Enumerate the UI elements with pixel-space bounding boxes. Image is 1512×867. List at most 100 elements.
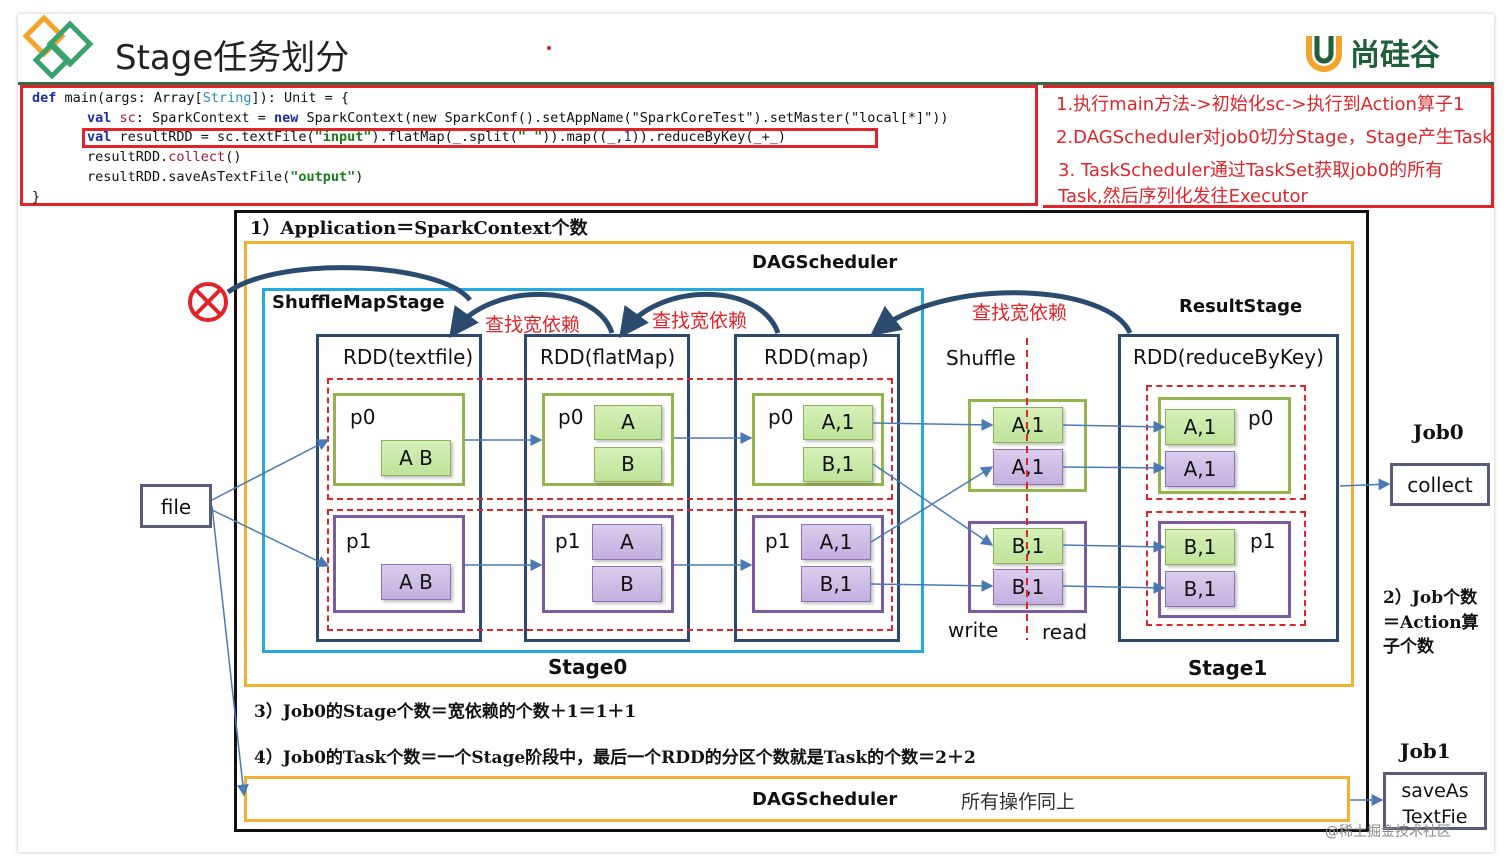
job-note-3: 子个数 (1383, 637, 1434, 657)
job0-label: Job0 (1413, 420, 1464, 444)
highlight-box (82, 128, 878, 148)
dag-scheduler-2-label: DAGScheduler (752, 789, 898, 810)
file-box: file (140, 484, 212, 528)
stage1-label: Stage1 (1188, 656, 1268, 680)
saveas-line-1: saveAs (1401, 780, 1469, 802)
rdd-reducebykey-box (1118, 334, 1339, 642)
flatmap-p1-label: p1 (555, 529, 581, 553)
partition-row-1 (327, 509, 893, 631)
red-dot (547, 46, 551, 50)
stage-count-note: 3）Job0的Stage个数＝宽依赖的个数＋1＝1＋1 (254, 702, 637, 722)
textfile-p0-cell: A B (381, 440, 451, 476)
note-4: Task,然后序列化发往Executor (1058, 186, 1308, 207)
shuffle-arrow (870, 579, 994, 592)
title-divider (18, 82, 1494, 85)
saveastextfile-box: saveAs TextFie (1383, 772, 1487, 830)
map-p0 (752, 393, 884, 486)
rdd-flatmap-box (524, 334, 690, 642)
note-3: 3. TaskScheduler通过TaskSet获取job0的所有 (1058, 160, 1444, 181)
result-partition-0 (1146, 385, 1306, 500)
code-line-3: val resultRDD = sc.textFile("input").fla… (87, 129, 787, 145)
file-to-p1-arrow (211, 509, 330, 567)
same-ops-label: 所有操作同上 (961, 791, 1076, 813)
job-note-2: ＝Action算 (1383, 613, 1479, 633)
dag-scheduler-frame (244, 241, 1354, 687)
map-p0-label: p0 (768, 405, 794, 429)
read-arrow (1062, 540, 1166, 553)
collect-box: collect (1390, 463, 1490, 506)
forbidden-icon (188, 282, 228, 322)
reduce-p1 (1158, 521, 1291, 618)
application-note: 1）Application＝SparkContext个数 (250, 218, 588, 239)
stage0-label: Stage0 (548, 655, 628, 679)
note-2: 2.DAGScheduler对job0切分Stage，Stage产生Task (1056, 127, 1493, 148)
map-p1-a1: A,1 (801, 524, 871, 560)
dag-scheduler-2-frame (244, 776, 1350, 822)
saveas-line-2: TextFie (1402, 806, 1468, 828)
read-arrow (1062, 420, 1166, 433)
wide-dep-label-2: 查找宽依赖 (652, 310, 748, 332)
reduce-p0-a1-top: A,1 (1165, 409, 1235, 445)
wide-dep-label-3: 查找宽依赖 (972, 302, 1068, 324)
result-partition-1 (1146, 511, 1306, 626)
reduce-p1-b1-bottom: B,1 (1165, 571, 1235, 607)
shuffle-arrow (870, 466, 994, 543)
textfile-p0 (333, 393, 465, 486)
notes-box (1043, 85, 1494, 208)
page-title: Stage任务划分 (115, 38, 350, 78)
flatmap-p1-a: A (592, 524, 662, 560)
watermark: @稀土掘金技术社区 (1325, 824, 1451, 840)
shuffle-map-stage-label: ShuffleMapStage (272, 292, 445, 313)
partition-row-0 (327, 378, 893, 500)
code-line-2: val sc: SparkContext = new SparkContext(… (87, 110, 949, 126)
map-p1-b1: B,1 (801, 566, 871, 602)
flatmap-p1 (542, 515, 674, 613)
shuffle-arrow (872, 418, 994, 431)
logo-icon (22, 14, 94, 80)
rdd-map-label: RDD(map) (764, 345, 869, 369)
reduce-p1-b1-top: B,1 (1165, 529, 1235, 565)
brand-logo-icon (1306, 36, 1342, 72)
flatmap-p0-a: A (594, 405, 662, 440)
code-line-4: resultRDD.collect() (87, 149, 242, 165)
read-label: read (1042, 620, 1088, 644)
task-count-note: 4）Job0的Task个数＝一个Stage阶段中，最后一个RDD的分区个数就是T… (254, 748, 976, 768)
map-p0-b1: B,1 (803, 447, 873, 482)
wide-dep-arrow-3 (870, 290, 1133, 337)
rdd-map-box (734, 334, 900, 642)
reduce-p1-label: p1 (1250, 529, 1276, 553)
code-line-2-rest: SparkContext(new SparkConf().setAppName(… (298, 110, 949, 126)
rdd-reducebykey-label: RDD(reduceByKey) (1133, 345, 1324, 369)
flatmap-p1-b: B (592, 566, 662, 602)
reduce-p0-a1-bottom: A,1 (1165, 451, 1235, 487)
collect-arrow (1339, 478, 1391, 491)
note-1: 1.执行main方法->初始化sc->执行到Action算子1 (1056, 94, 1465, 115)
wide-dep-label-1: 查找宽依赖 (485, 314, 581, 336)
map-p1 (752, 515, 884, 613)
shuffle-label: Shuffle (946, 346, 1016, 370)
job1-label: Job1 (1400, 739, 1451, 763)
reduce-p0 (1158, 397, 1291, 494)
textfile-p1-label: p1 (346, 529, 372, 553)
flatmap-p0-b: B (594, 447, 662, 482)
rdd-flatmap-label: RDD(flatMap) (540, 345, 676, 369)
write-label: write (948, 618, 999, 642)
code-line-6: } (32, 189, 41, 205)
dag-scheduler-label: DAGScheduler (752, 252, 898, 273)
result-stage-label: ResultStage (1179, 296, 1303, 317)
job-note-1: 2）Job个数 (1383, 588, 1478, 608)
read-arrow (1062, 461, 1166, 474)
code-line-5: resultRDD.saveAsTextFile("output") (87, 169, 364, 185)
brand-name: 尚硅谷 (1350, 38, 1440, 73)
flatmap-p0-label: p0 (558, 405, 584, 429)
textfile-p0-label: p0 (350, 405, 376, 429)
read-arrow (1062, 581, 1166, 594)
code-box (20, 85, 1038, 206)
rdd-textfile-label: RDD(textfile) (343, 345, 474, 369)
file-to-p0-arrow (211, 439, 330, 501)
wide-dep-arrow-2 (619, 291, 781, 339)
map-p1-label: p1 (765, 529, 791, 553)
code-line-1: def main(args: Array[String]): Unit = { (32, 90, 350, 106)
map-p0-a1: A,1 (803, 405, 873, 440)
